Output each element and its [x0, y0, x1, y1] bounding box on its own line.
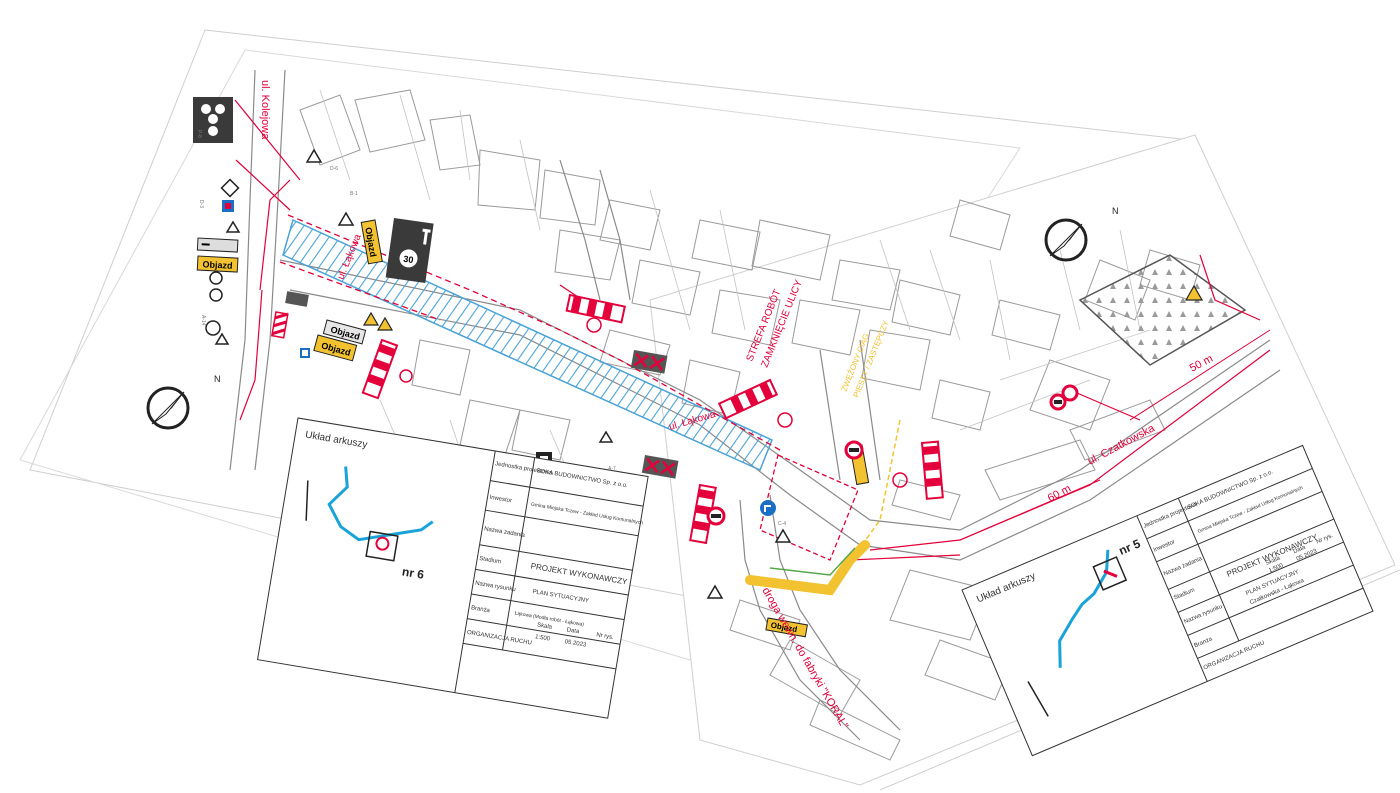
sign-objazd-2: Objazd	[313, 334, 358, 362]
right-skala-label: Skala	[1265, 555, 1282, 567]
sign-objazd-1: Objazd	[196, 255, 239, 273]
svg-text:D-3: D-3	[198, 200, 204, 208]
left-sheet-number: nr 6	[401, 564, 425, 581]
svg-text:B-1: B-1	[350, 191, 358, 197]
sign-speed-30: 30	[403, 254, 414, 265]
north-arrow-left: N	[146, 374, 221, 430]
sign-objazd-4: Objazd	[360, 219, 383, 265]
sign-board-lakowa: 30	[385, 218, 434, 283]
green-path	[769, 547, 856, 576]
left-title-block: Układ arkuszy nr 6 Jednostka projektowa …	[256, 417, 649, 719]
north-label-right: N	[1112, 206, 1119, 216]
north-arrow-right: N	[1044, 206, 1119, 262]
no-entry-sign-3	[1049, 393, 1067, 411]
left-row-1-label: Inwestor	[489, 495, 512, 505]
sign-objazd-grey	[196, 237, 239, 253]
speed-limit-sign	[1061, 384, 1079, 402]
street-label-kolejowa: ul. Kolejowa	[259, 80, 271, 140]
sign-objazd-text-1: Objazd	[202, 259, 232, 271]
svg-text:D-6: D-6	[330, 166, 338, 172]
dotted-area	[1078, 254, 1247, 366]
left-data-value: 05.2023	[564, 639, 587, 649]
left-sheet-border	[19, 49, 1021, 661]
info-sign-blue	[222, 200, 234, 212]
left-skala-value: 1:500	[535, 634, 551, 643]
left-sheet-layout	[327, 466, 434, 542]
work-zone-hatch	[282, 218, 773, 472]
sign-objazd-5: Objazd	[765, 617, 808, 638]
dark-board-sign	[285, 291, 309, 307]
left-data-label: Data	[566, 627, 580, 635]
x-barrier-mid	[641, 455, 679, 479]
yellow-warning-triangles	[362, 284, 1204, 331]
x-barrier-top	[630, 350, 668, 374]
distance-line-50	[1129, 329, 1271, 421]
barrier-small	[270, 311, 289, 339]
building-outlines	[299, 89, 1201, 761]
info-sign-blue-2	[300, 348, 310, 358]
round-signs-left	[205, 271, 223, 336]
right-title-block: Układ arkuszy nr 5 Jednostka projektowa …	[961, 444, 1374, 757]
blue-turn-sign	[760, 500, 776, 516]
red-circle-marks	[399, 317, 908, 488]
no-entry-sign-2	[844, 440, 864, 460]
annotation-ticks: P-8 D-3 A-14 D-6 B-1 A-7 C-4	[196, 130, 786, 527]
left-nr-label: Nr rys.	[596, 632, 615, 641]
distance-line-60	[959, 479, 1101, 541]
yellow-dashed-path	[859, 419, 901, 549]
no-entry-sign-1	[706, 506, 726, 526]
right-data-label: Data	[1293, 544, 1308, 555]
svg-text:P-8: P-8	[196, 130, 202, 138]
left-skala-label: Skala	[537, 622, 553, 631]
left-row-5-label: Branża	[470, 605, 490, 614]
pedestrian-detour-yellow	[745, 540, 870, 596]
svg-text:A-7: A-7	[608, 466, 616, 472]
left-row-3-label: Stadium	[479, 556, 502, 566]
north-label-left: N	[214, 374, 221, 384]
sign-board-top	[193, 97, 233, 143]
sign-objazd-3: Objazd	[322, 319, 367, 345]
right-skala-value: 1:500	[1268, 563, 1285, 575]
svg-text:A-14: A-14	[200, 315, 206, 326]
diamond-sign	[220, 178, 240, 198]
svg-text:C-4: C-4	[778, 521, 786, 527]
